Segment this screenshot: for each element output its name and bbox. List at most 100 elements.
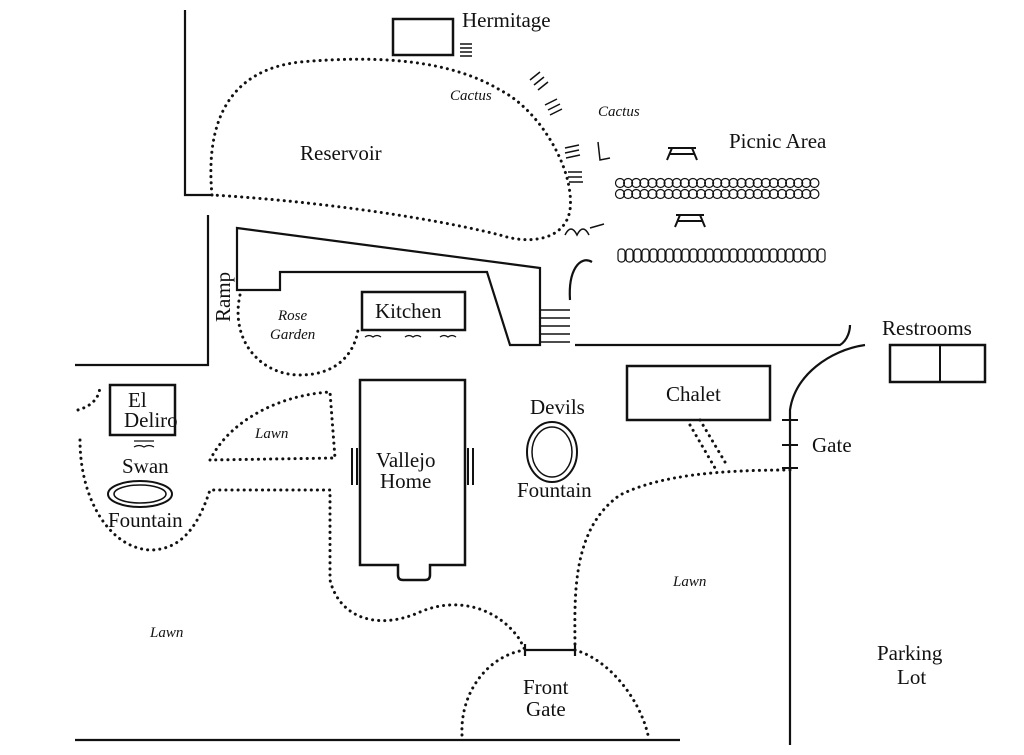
gate-label: Gate — [812, 433, 852, 457]
stairs-icon — [351, 448, 474, 485]
cactus-icon — [529, 71, 611, 237]
swan-fountain[interactable] — [107, 480, 173, 508]
el-deliro-building[interactable] — [108, 383, 177, 437]
stairs-icon — [460, 43, 472, 57]
bench-seat — [784, 188, 796, 200]
bench-seat — [614, 188, 626, 200]
kitchen-building[interactable] — [360, 290, 467, 332]
bench-seat — [639, 188, 650, 200]
bench-seat — [721, 248, 730, 263]
bench-seat — [622, 177, 634, 189]
chalet-building[interactable] — [625, 364, 772, 422]
bench-seat — [809, 177, 820, 189]
bench-seat — [785, 248, 794, 263]
bench-seat — [777, 248, 786, 263]
bench-seat — [703, 188, 715, 200]
fountain-icon — [113, 484, 167, 504]
bench-seat — [736, 177, 747, 189]
ramp-label: Ramp — [211, 272, 235, 322]
swan-fountain-label: Swan — [122, 454, 169, 478]
bench-seat — [633, 248, 642, 263]
front-gate-label: Gate — [526, 697, 566, 721]
bench-seat — [768, 188, 780, 200]
bench-seat — [729, 248, 738, 263]
bench-seat — [679, 188, 690, 200]
devils-fountain[interactable] — [526, 421, 578, 483]
front-gate-label: Front — [523, 675, 569, 699]
bench-seat — [663, 177, 674, 189]
bench-seat — [673, 248, 682, 263]
rose-garden-label: Rose — [277, 308, 308, 324]
bench-seat — [697, 248, 706, 263]
bench-seat — [817, 248, 826, 263]
bench-seat — [737, 248, 746, 263]
el-deliro-label: El — [128, 388, 147, 412]
hermitage-label: Hermitage — [462, 8, 551, 32]
lawn-label: Lawn — [149, 625, 183, 641]
bench-seat — [655, 188, 666, 200]
bench-seat — [641, 248, 650, 263]
bench-seat — [681, 248, 690, 263]
bench-seat — [705, 248, 714, 263]
picnic-table-icon — [666, 147, 706, 228]
bench-seat — [728, 188, 739, 200]
bench-seat — [622, 188, 634, 200]
bench-seat — [801, 248, 810, 263]
bench-seat — [801, 188, 812, 200]
vallejo-home-label: Home — [380, 469, 431, 493]
lawn-label: Lawn — [672, 574, 706, 590]
bench-seat — [695, 177, 707, 189]
bench-seat — [671, 177, 682, 189]
bench-seat — [665, 248, 674, 263]
bench-seat — [713, 248, 722, 263]
front-gate-arc — [460, 648, 650, 737]
devils-fountain-label: Fountain — [517, 478, 592, 502]
bench-seat — [793, 177, 804, 189]
vallejo-home-building[interactable] — [358, 378, 467, 582]
bench-seat — [720, 177, 731, 189]
bench-seat — [761, 248, 770, 263]
cactus-label: Cactus — [598, 104, 640, 120]
cactus-label: Cactus — [450, 88, 492, 104]
bench-seat — [625, 248, 634, 263]
bench-seat — [801, 177, 812, 189]
bench-seat — [614, 177, 626, 189]
lawn-label: Lawn — [254, 426, 288, 442]
stairs-icon — [133, 440, 155, 448]
bench-seat — [793, 248, 802, 263]
bench-seat — [769, 248, 778, 263]
bench-seat — [663, 188, 674, 200]
bench-seat — [712, 188, 723, 200]
swan-fountain-label: Fountain — [108, 508, 183, 532]
rose-garden-label: Garden — [270, 327, 315, 343]
bench-seat — [809, 188, 820, 200]
wall-curve — [568, 259, 593, 301]
fountain-icon — [531, 426, 573, 478]
bench-seat — [689, 248, 698, 263]
bench-seat — [752, 188, 763, 200]
reservoir-outline[interactable] — [209, 57, 572, 242]
bench-seat — [647, 188, 658, 200]
bench-seat — [776, 188, 788, 200]
bench-seat — [617, 248, 626, 263]
bench-seat — [744, 177, 755, 189]
bench-seat — [745, 248, 754, 263]
front-gate-bar[interactable] — [523, 644, 577, 656]
bench-seat — [649, 248, 658, 263]
bench-seat — [728, 177, 739, 189]
hermitage-building[interactable] — [391, 17, 455, 57]
bench-seat — [695, 188, 707, 200]
restrooms-building[interactable] — [888, 343, 987, 384]
bench-seat — [809, 248, 818, 263]
bench-seat — [753, 248, 762, 263]
bench-seat — [776, 177, 788, 189]
boundary-wall — [75, 10, 212, 367]
bench-seat — [655, 177, 666, 189]
bench-seat — [631, 188, 642, 200]
devils-fountain-label: Devils — [530, 395, 585, 419]
road-edge — [788, 343, 866, 745]
rose-garden-outline[interactable] — [236, 293, 360, 377]
path-edge — [575, 324, 852, 347]
lawn-small-outline[interactable] — [207, 390, 337, 462]
